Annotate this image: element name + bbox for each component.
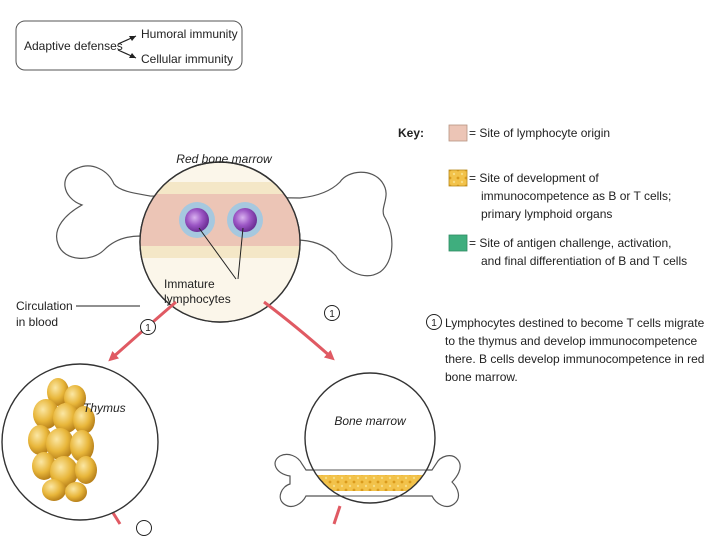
lymphocyte-leader-right [237,227,244,280]
thymus-organ [28,378,97,502]
note-line-3: there. B cells develop immunocompetence … [445,352,704,366]
arrow-continuation-right [332,505,342,525]
key-swatch-antigen [448,234,468,252]
adaptive-defenses-label: Adaptive defenses [24,39,123,53]
step-marker-bottom-partial [136,520,152,536]
key-legend: Key: = Site of lymphocyte origin = Site … [398,124,687,268]
lymphocyte-right [227,202,263,238]
bone-marrow-view: Bone marrow [274,372,461,508]
lymphocyte-leader-left [198,227,237,280]
humoral-immunity-label: Humoral immunity [141,27,238,41]
key-item-development-3: primary lymphoid organs [481,207,612,221]
lymphocyte-left [179,202,215,238]
cellular-immunity-label: Cellular immunity [141,52,233,66]
circulation-label-1: Circulation [16,299,73,313]
note-line-1: Lymphocytes destined to become T cells m… [445,316,705,330]
immature-lymphocytes-label-2: lymphocytes [164,292,231,306]
arrow-to-bone-marrow [263,300,335,361]
red-bone-marrow-view: Red bone marrow Immature lymphocytes [139,152,301,323]
key-title: Key: [398,126,424,140]
key-swatch-development [448,169,468,187]
svg-text:1: 1 [329,309,335,320]
svg-text:1: 1 [431,318,437,329]
step-marker-right: 1 [324,305,340,321]
note-marker [426,314,442,330]
key-item-development-1: = Site of development of [469,171,599,185]
thymus-label: Thymus [83,401,126,415]
step-note: 1 Lymphocytes destined to become T cells… [426,314,705,384]
key-swatch-origin [448,124,468,142]
bone-marrow-label: Bone marrow [334,414,407,428]
thymus-view: Thymus [1,363,159,521]
arrow-to-humoral-head [129,36,136,41]
arrow-to-cellular-head [129,53,136,58]
key-item-development-2: immunocompetence as B or T cells; [481,189,671,203]
circulation-in-blood: Circulation in blood [16,299,140,329]
svg-text:1: 1 [145,323,151,334]
adaptive-box-frame [15,20,243,71]
marrow-cavity [305,475,435,491]
key-item-antigen-1: = Site of antigen challenge, activation, [469,236,671,250]
key-item-antigen-2: and final differentiation of B and T cel… [481,254,687,268]
key-item-origin: = Site of lymphocyte origin [469,126,610,140]
immature-lymphocytes-label-1: Immature [164,277,215,291]
red-bone-marrow-label: Red bone marrow [176,152,273,166]
adaptive-defenses-box: Adaptive defenses Humoral immunity Cellu… [15,20,243,71]
note-line-2: to the thymus and develop immunocompeten… [445,334,697,348]
step-marker-left: 1 [140,319,156,335]
note-line-4: bone marrow. [445,370,518,384]
circulation-label-2: in blood [16,315,58,329]
